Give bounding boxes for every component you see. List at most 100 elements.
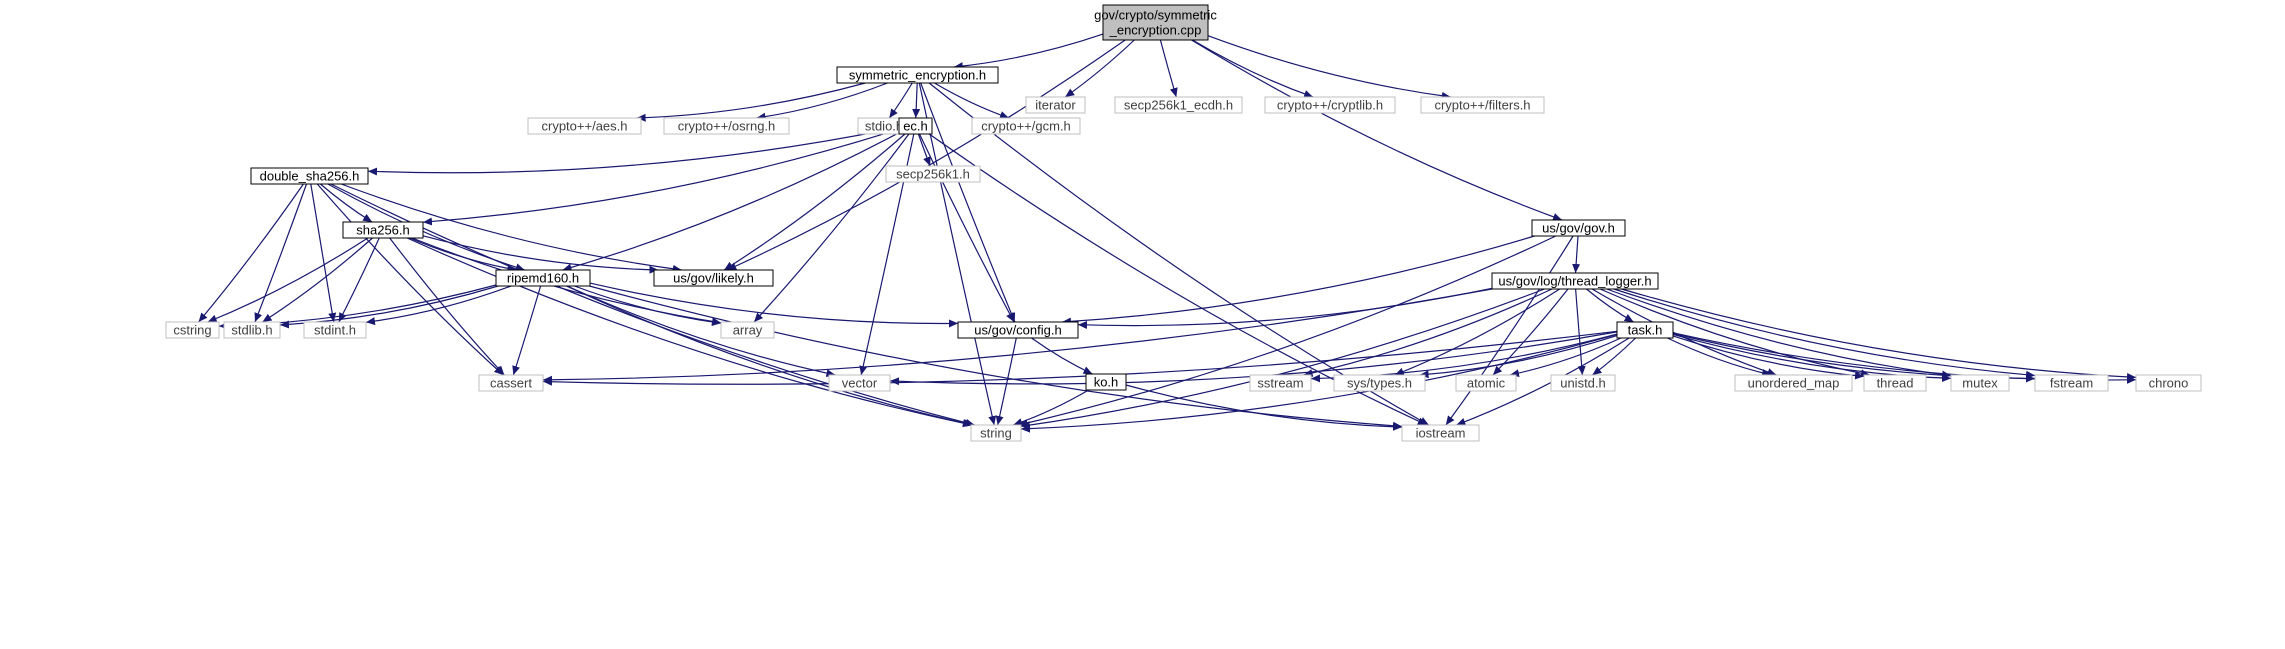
edge-ripemd-to-stdint xyxy=(365,285,512,326)
node-gcm-box xyxy=(971,117,1081,135)
node-sstream-box xyxy=(1249,374,1312,392)
node-stdint-box xyxy=(303,321,367,339)
node-osrng-box xyxy=(663,117,790,135)
node-gcm: crypto++/gcm.h xyxy=(971,117,1081,135)
node-mutex-box xyxy=(1950,374,2010,392)
edge-ripemd-to-array xyxy=(574,285,722,327)
edge-sha-to-string xyxy=(406,237,972,428)
edge-ec-to-sha xyxy=(422,128,900,226)
edge-sym-to-ec xyxy=(912,82,921,119)
node-string-box xyxy=(970,424,1022,442)
edge-task-to-cassert xyxy=(542,330,1618,386)
edge-ec-to-ripemd xyxy=(562,132,900,272)
node-stdio-label: stdio.h xyxy=(865,119,903,134)
edge-config-to-ko xyxy=(1031,337,1093,375)
edge-sha-to-cstring xyxy=(207,237,369,323)
edge-tlog-to-thread xyxy=(1599,288,1871,378)
nodes-layer: gov/crypto/symmetric_encryption.cppsymme… xyxy=(165,4,2202,442)
node-filters-label: crypto++/filters.h xyxy=(1434,98,1530,113)
node-task[interactable]: task.h xyxy=(1616,321,1674,339)
edge-sha-to-cassert xyxy=(389,237,505,376)
edge-ripemd-to-vector xyxy=(566,285,836,378)
node-tlog[interactable]: us/gov/log/thread_logger.h xyxy=(1491,272,1659,290)
node-stdlib: stdlib.h xyxy=(223,321,281,339)
node-ko[interactable]: ko.h xyxy=(1085,373,1127,391)
node-ecdh-label: secp256k1_ecdh.h xyxy=(1124,98,1233,113)
edge-govh-to-tlog xyxy=(1572,235,1581,274)
edge-task-to-string xyxy=(1020,333,1618,433)
edge-tlog-to-config xyxy=(1077,287,1493,329)
node-fstream: fstream xyxy=(2034,374,2109,392)
node-chrono: chrono xyxy=(2135,374,2202,392)
edge-ripemd-to-cassert xyxy=(512,285,542,376)
node-cassert-box xyxy=(478,374,544,392)
edge-ripemd-to-config xyxy=(589,282,959,328)
node-cryptlib: crypto++/cryptlib.h xyxy=(1264,96,1396,114)
edge-ec-to-array xyxy=(753,133,910,323)
node-ec-box xyxy=(898,117,933,135)
node-ko-box xyxy=(1085,373,1127,391)
node-ripemd-box xyxy=(495,269,591,287)
edge-tlog-to-fstream xyxy=(1613,288,2036,379)
edge-sym-to-osrng xyxy=(756,82,888,121)
node-config[interactable]: us/gov/config.h xyxy=(957,321,1079,339)
node-task-box xyxy=(1616,321,1674,339)
node-systypes-box xyxy=(1333,374,1426,392)
edge-tlog-to-chrono xyxy=(1621,288,2137,381)
node-unistd-box xyxy=(1550,374,1616,392)
node-iostream-label: iostream xyxy=(1416,426,1466,441)
edge-task-to-iostream xyxy=(1456,337,1630,426)
node-root-label: gov/crypto/symmetric xyxy=(1094,8,1217,23)
edge-sha-to-stdint xyxy=(338,237,380,323)
edge-sha-to-likely xyxy=(422,235,659,274)
node-ripemd[interactable]: ripemd160.h xyxy=(495,269,591,287)
edge-ripemd-to-string xyxy=(566,285,973,427)
node-atomic-box xyxy=(1455,374,1517,392)
node-stdint-label: stdint.h xyxy=(314,323,356,338)
node-likely[interactable]: us/gov/likely.h xyxy=(653,269,774,287)
node-vector-box xyxy=(828,374,891,392)
node-ec[interactable]: ec.h xyxy=(898,117,933,135)
edge-ec-to-likely xyxy=(723,133,906,271)
node-array: array xyxy=(720,321,775,339)
edge-root-to-filters xyxy=(1207,35,1451,100)
edge-govh-to-config xyxy=(1061,235,1535,326)
node-chrono-label: chrono xyxy=(2149,376,2189,391)
node-sstream: sstream xyxy=(1249,374,1312,392)
edge-task-to-systypes xyxy=(1419,335,1618,379)
node-dsha[interactable]: double_sha256.h xyxy=(250,167,369,185)
node-task-label: task.h xyxy=(1628,323,1663,338)
node-aes: crypto++/aes.h xyxy=(527,117,642,135)
node-likely-label: us/gov/likely.h xyxy=(673,271,754,286)
node-stdlib-label: stdlib.h xyxy=(231,323,272,338)
node-sym[interactable]: symmetric_encryption.h xyxy=(836,66,999,84)
edge-task-to-atomic xyxy=(1509,337,1622,378)
node-unistd: unistd.h xyxy=(1550,374,1616,392)
edge-ripemd-to-cstring xyxy=(218,284,497,330)
edge-sym-to-config xyxy=(920,82,1016,323)
node-thread: thread xyxy=(1863,374,1927,392)
edge-ripemd-to-iostream xyxy=(589,285,1403,430)
node-string: string xyxy=(970,424,1022,442)
node-sha-label: sha256.h xyxy=(356,223,410,238)
edge-sym-to-stdio xyxy=(888,82,913,119)
edge-sha-to-stdlib xyxy=(262,237,373,323)
node-thread-label: thread xyxy=(1877,376,1914,391)
node-string-label: string xyxy=(980,426,1012,441)
edge-dsha-to-stdint xyxy=(310,183,337,323)
edge-root-to-sym xyxy=(953,33,1104,71)
node-root-box xyxy=(1102,4,1209,41)
node-sym-label: symmetric_encryption.h xyxy=(849,68,986,83)
node-sym-box xyxy=(836,66,999,84)
node-tlog-box xyxy=(1491,272,1659,290)
node-sha[interactable]: sha256.h xyxy=(342,221,424,239)
node-govh[interactable]: us/gov/gov.h xyxy=(1531,219,1626,237)
node-osrng: crypto++/osrng.h xyxy=(663,117,790,135)
node-root[interactable]: gov/crypto/symmetric_encryption.cpp xyxy=(1094,4,1217,41)
edge-tlog-to-unistd xyxy=(1575,288,1586,376)
edge-sym-to-gcm xyxy=(934,82,1010,119)
edge-tlog-to-string xyxy=(1020,288,1545,430)
node-chrono-box xyxy=(2135,374,2202,392)
node-aes-box xyxy=(527,117,642,135)
